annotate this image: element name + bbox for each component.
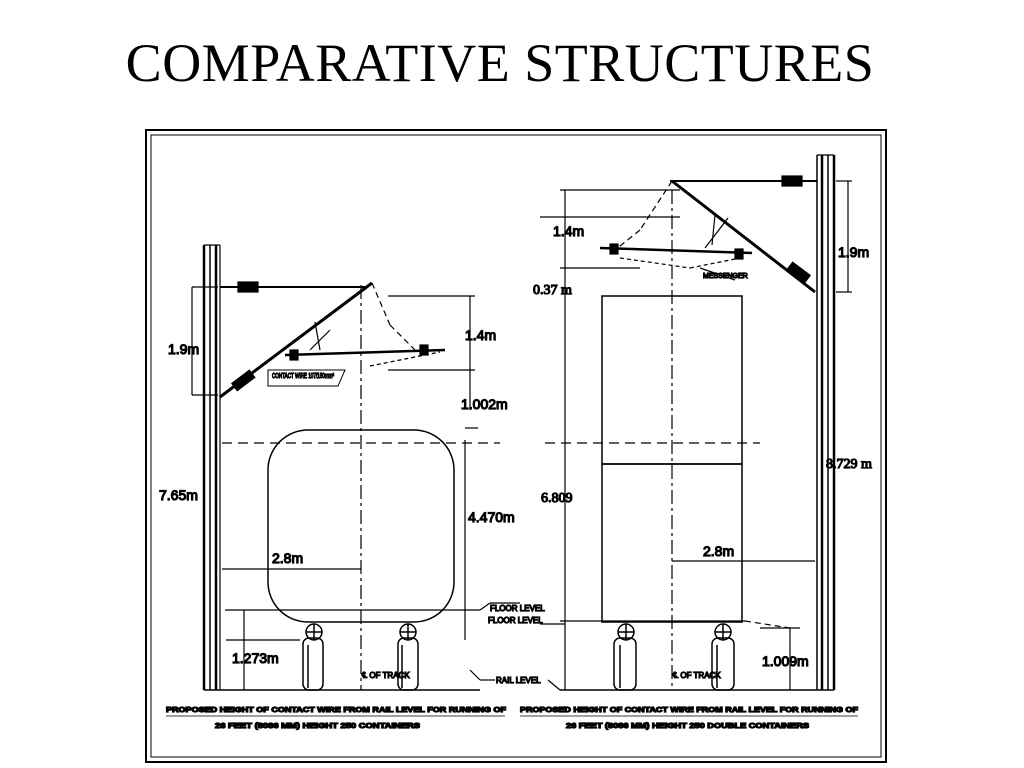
right-dim-support xyxy=(836,180,852,293)
right-cantilever xyxy=(599,175,817,294)
left-dim-catenary-label: 1.4m xyxy=(465,327,496,343)
left-dim-car-height-label: 4.470m xyxy=(468,509,515,525)
left-floor-level-label: FLOOR LEVEL xyxy=(490,604,545,613)
right-dim-clearance-label: 0.37 m xyxy=(533,283,572,298)
right-dim-catenary xyxy=(540,189,680,269)
left-contact-wire-label: CONTACT WIRE 107/150mm² xyxy=(272,373,334,380)
left-mast xyxy=(202,244,221,690)
left-cantilever xyxy=(219,281,446,399)
right-dim-catenary-label: 1.4m xyxy=(553,223,584,239)
left-bogie xyxy=(302,623,419,691)
right-caption-line2: 26 FEET (8086 MM) HEIGHT 250 DOUBLE CONT… xyxy=(566,721,809,730)
right-structure: MESSENGER 1.9m 1.4m 0.37 m xyxy=(469,154,873,691)
frame-outer xyxy=(145,129,887,763)
right-dim-support-label: 1.9m xyxy=(838,244,869,260)
left-dim-clearance-label: 1.002m xyxy=(461,396,508,412)
left-track-center-label: ℄ OF TRACK xyxy=(361,671,410,680)
left-caption-line1: PROPOSED HEIGHT OF CONTACT WIRE FROM RAI… xyxy=(166,705,506,714)
slide-title: COMPARATIVE STRUCTURES xyxy=(125,33,875,93)
left-dim-half-width-label: 2.8m xyxy=(272,550,303,566)
left-structure: CONTACT WIRE 107/150mm² 1.9m 1.4m 1.002m xyxy=(158,244,546,691)
left-dim-floor-height-label: 1.273m xyxy=(232,650,279,666)
right-dim-total-height-label: 6.809 xyxy=(541,491,573,506)
frame-inner xyxy=(150,134,882,758)
right-caption-line1: PROPOSED HEIGHT OF CONTACT WIRE FROM RAI… xyxy=(520,705,858,714)
right-track-center-label: ℄ OF TRACK xyxy=(672,671,721,680)
right-floor-level-label: FLOOR LEVEL xyxy=(488,616,543,625)
right-dim-floor-height-label: 1.009m xyxy=(762,653,809,669)
right-messenger-label: MESSENGER xyxy=(703,273,748,280)
right-rail-level-label: RAIL LEVEL xyxy=(496,676,541,685)
right-dim-half-width-label: 2.8m xyxy=(703,543,734,559)
right-dim-mast-label: 8.729 m xyxy=(826,457,872,472)
left-dim-support xyxy=(191,286,218,396)
left-dim-catenary xyxy=(388,295,475,371)
left-caption-line2: 26 FEET (8086 MM) HEIGHT 250 CONTAINERS xyxy=(215,721,420,730)
left-dim-mast-label: 7.65m xyxy=(159,487,198,503)
right-mast xyxy=(816,154,836,690)
right-bogie xyxy=(613,623,735,691)
left-dim-support-label: 1.9m xyxy=(168,341,199,357)
